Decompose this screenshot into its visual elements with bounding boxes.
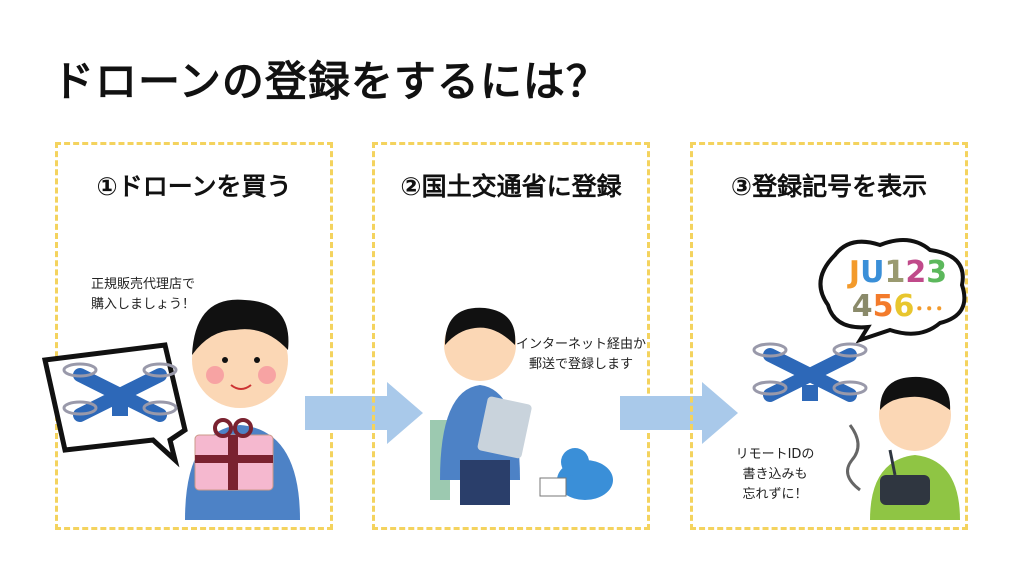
step-3-note: リモートIDの 書き込みも 忘れずに！ xyxy=(725,445,825,505)
step-1-note: 正規販売代理店で 購入しましょう！ xyxy=(68,275,218,315)
step-3-panel: ③登録記号を表示 リモートIDの 書き込みも 忘れずに！ xyxy=(690,142,968,530)
page-title: ドローンの登録をするには？ xyxy=(52,57,609,106)
person-registering-on-tablet-illustration xyxy=(430,307,613,505)
char: 2 xyxy=(905,255,927,290)
bird-with-letter-icon xyxy=(539,448,613,500)
note-line: 忘れずに！ xyxy=(742,487,808,502)
step-2-heading: ②国土交通省に登録 xyxy=(400,172,622,201)
buyer-with-drone-gift-illustration xyxy=(41,299,300,520)
note-line: インターネット経由か xyxy=(515,337,646,352)
step-2-panel: ②国土交通省に登録 インターネット経由か 郵送で登録します xyxy=(372,142,650,530)
arrow-right-icon xyxy=(305,382,423,444)
char: 6 xyxy=(893,289,915,324)
arrow-right-icon xyxy=(620,382,738,444)
char: 4 xyxy=(851,289,873,324)
registration-mark-illustration xyxy=(752,238,967,520)
step-2-note: インターネット経由か 郵送で登録します xyxy=(511,335,651,375)
char: 5 xyxy=(872,289,894,324)
note-line: 書き込みも xyxy=(742,467,808,482)
step-1-heading: ①ドローンを買う xyxy=(96,172,292,201)
drone-icon xyxy=(62,362,178,422)
gift-box-icon xyxy=(194,418,274,491)
note-line: 購入しましょう！ xyxy=(90,297,195,312)
note-line: リモートIDの xyxy=(735,447,815,462)
note-line: 郵送で登録します xyxy=(528,357,633,372)
person-with-controller-icon xyxy=(870,376,960,520)
char: U xyxy=(860,255,885,290)
thought-bubble xyxy=(818,238,967,344)
char: ･･･ xyxy=(914,297,945,321)
registration-number: JU123 456･･･ xyxy=(838,258,958,326)
step-1-panel: ①ドローンを買う 正規販売代理店で 購入しましょう！ xyxy=(55,142,333,530)
char: J xyxy=(848,255,861,290)
char: 1 xyxy=(884,255,906,290)
char: 3 xyxy=(926,255,948,290)
step-3-heading: ③登録記号を表示 xyxy=(730,172,928,201)
drone-icon xyxy=(752,342,868,402)
note-line: 正規販売代理店で xyxy=(90,277,195,292)
